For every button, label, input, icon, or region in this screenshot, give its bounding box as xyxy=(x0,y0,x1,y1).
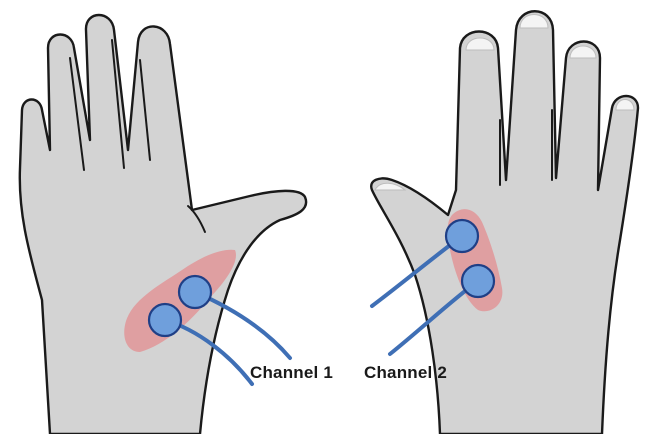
channel-1-label: Channel 1 xyxy=(250,363,333,383)
right-electrode-upper xyxy=(446,220,478,252)
right-electrode-lower xyxy=(462,265,494,297)
left-electrode-upper xyxy=(179,276,211,308)
channel-2-label: Channel 2 xyxy=(364,363,447,383)
left-electrode-lower xyxy=(149,304,181,336)
